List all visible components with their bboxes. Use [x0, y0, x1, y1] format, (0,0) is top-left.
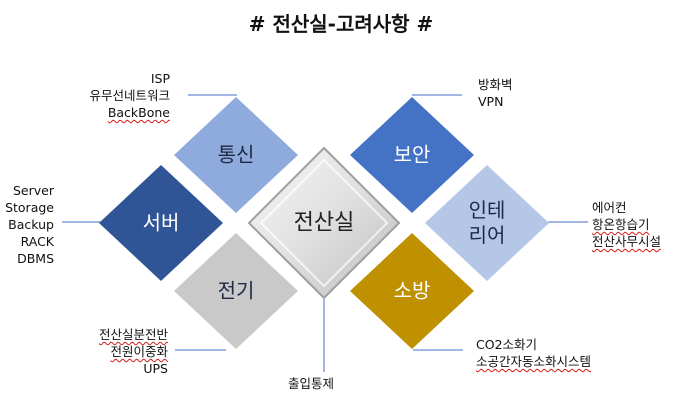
note-server-line: Storage: [5, 200, 54, 215]
note-interior-line: 항온항습기: [592, 217, 650, 232]
note-comm-line: BackBone: [107, 105, 170, 120]
note-access: 출입통제: [288, 376, 335, 391]
note-interior-line: 에어컨: [592, 200, 627, 215]
label-interior: 인테 리어: [469, 198, 506, 248]
tile-server: [99, 165, 223, 281]
note-server-line: RACK: [20, 234, 54, 249]
tile-interior: [425, 165, 549, 281]
tile-center-inner: [259, 158, 389, 288]
note-power: 전산실분전반 전원이중화 UPS: [99, 326, 168, 377]
note-server-line: Server: [13, 183, 54, 198]
note-power-line: 전산실분전반: [98, 327, 168, 342]
note-power-line: 전원이중화: [110, 344, 168, 359]
note-comm: ISP 유무선네트워크 BackBone: [89, 70, 170, 121]
connectors: [62, 94, 588, 372]
tile-power: [174, 233, 298, 349]
note-power-line: UPS: [143, 361, 168, 376]
note-interior-line: 전산사무시설: [592, 234, 662, 249]
note-comm-line: ISP: [150, 71, 170, 86]
note-server-line: DBMS: [17, 251, 54, 266]
tile-comm: [174, 97, 298, 213]
note-fire: CO2소화기 소공간자동소화시스템: [476, 336, 591, 370]
note-security: 방화벽 VPN: [478, 76, 513, 110]
note-interior: 에어컨 항온항습기 전산사무시설: [592, 199, 661, 250]
note-security-line: 방화벽: [478, 77, 513, 92]
note-server: Server Storage Backup RACK DBMS: [5, 182, 54, 267]
label-center: 전산실: [293, 210, 355, 236]
tile-security: [350, 97, 474, 213]
label-security: 보안: [393, 142, 431, 167]
tile-fire: [350, 233, 474, 349]
tile-center: [247, 146, 401, 300]
label-server: 서버: [142, 210, 180, 235]
label-comm: 통신: [217, 142, 255, 167]
label-power: 전기: [217, 278, 255, 303]
label-interior-line2: 리어: [468, 223, 506, 247]
note-server-line: Backup: [8, 217, 54, 232]
note-fire-line: CO2소화기: [476, 337, 538, 352]
note-fire-line: 소공간자동소화시스템: [476, 354, 592, 369]
note-security-line: VPN: [478, 94, 504, 109]
note-comm-line: 유무선네트워크: [89, 88, 170, 103]
label-interior-line1: 인테: [468, 198, 506, 222]
diagram-title: # 전산실-고려사항 #: [248, 12, 434, 36]
label-fire: 소방: [393, 278, 431, 303]
